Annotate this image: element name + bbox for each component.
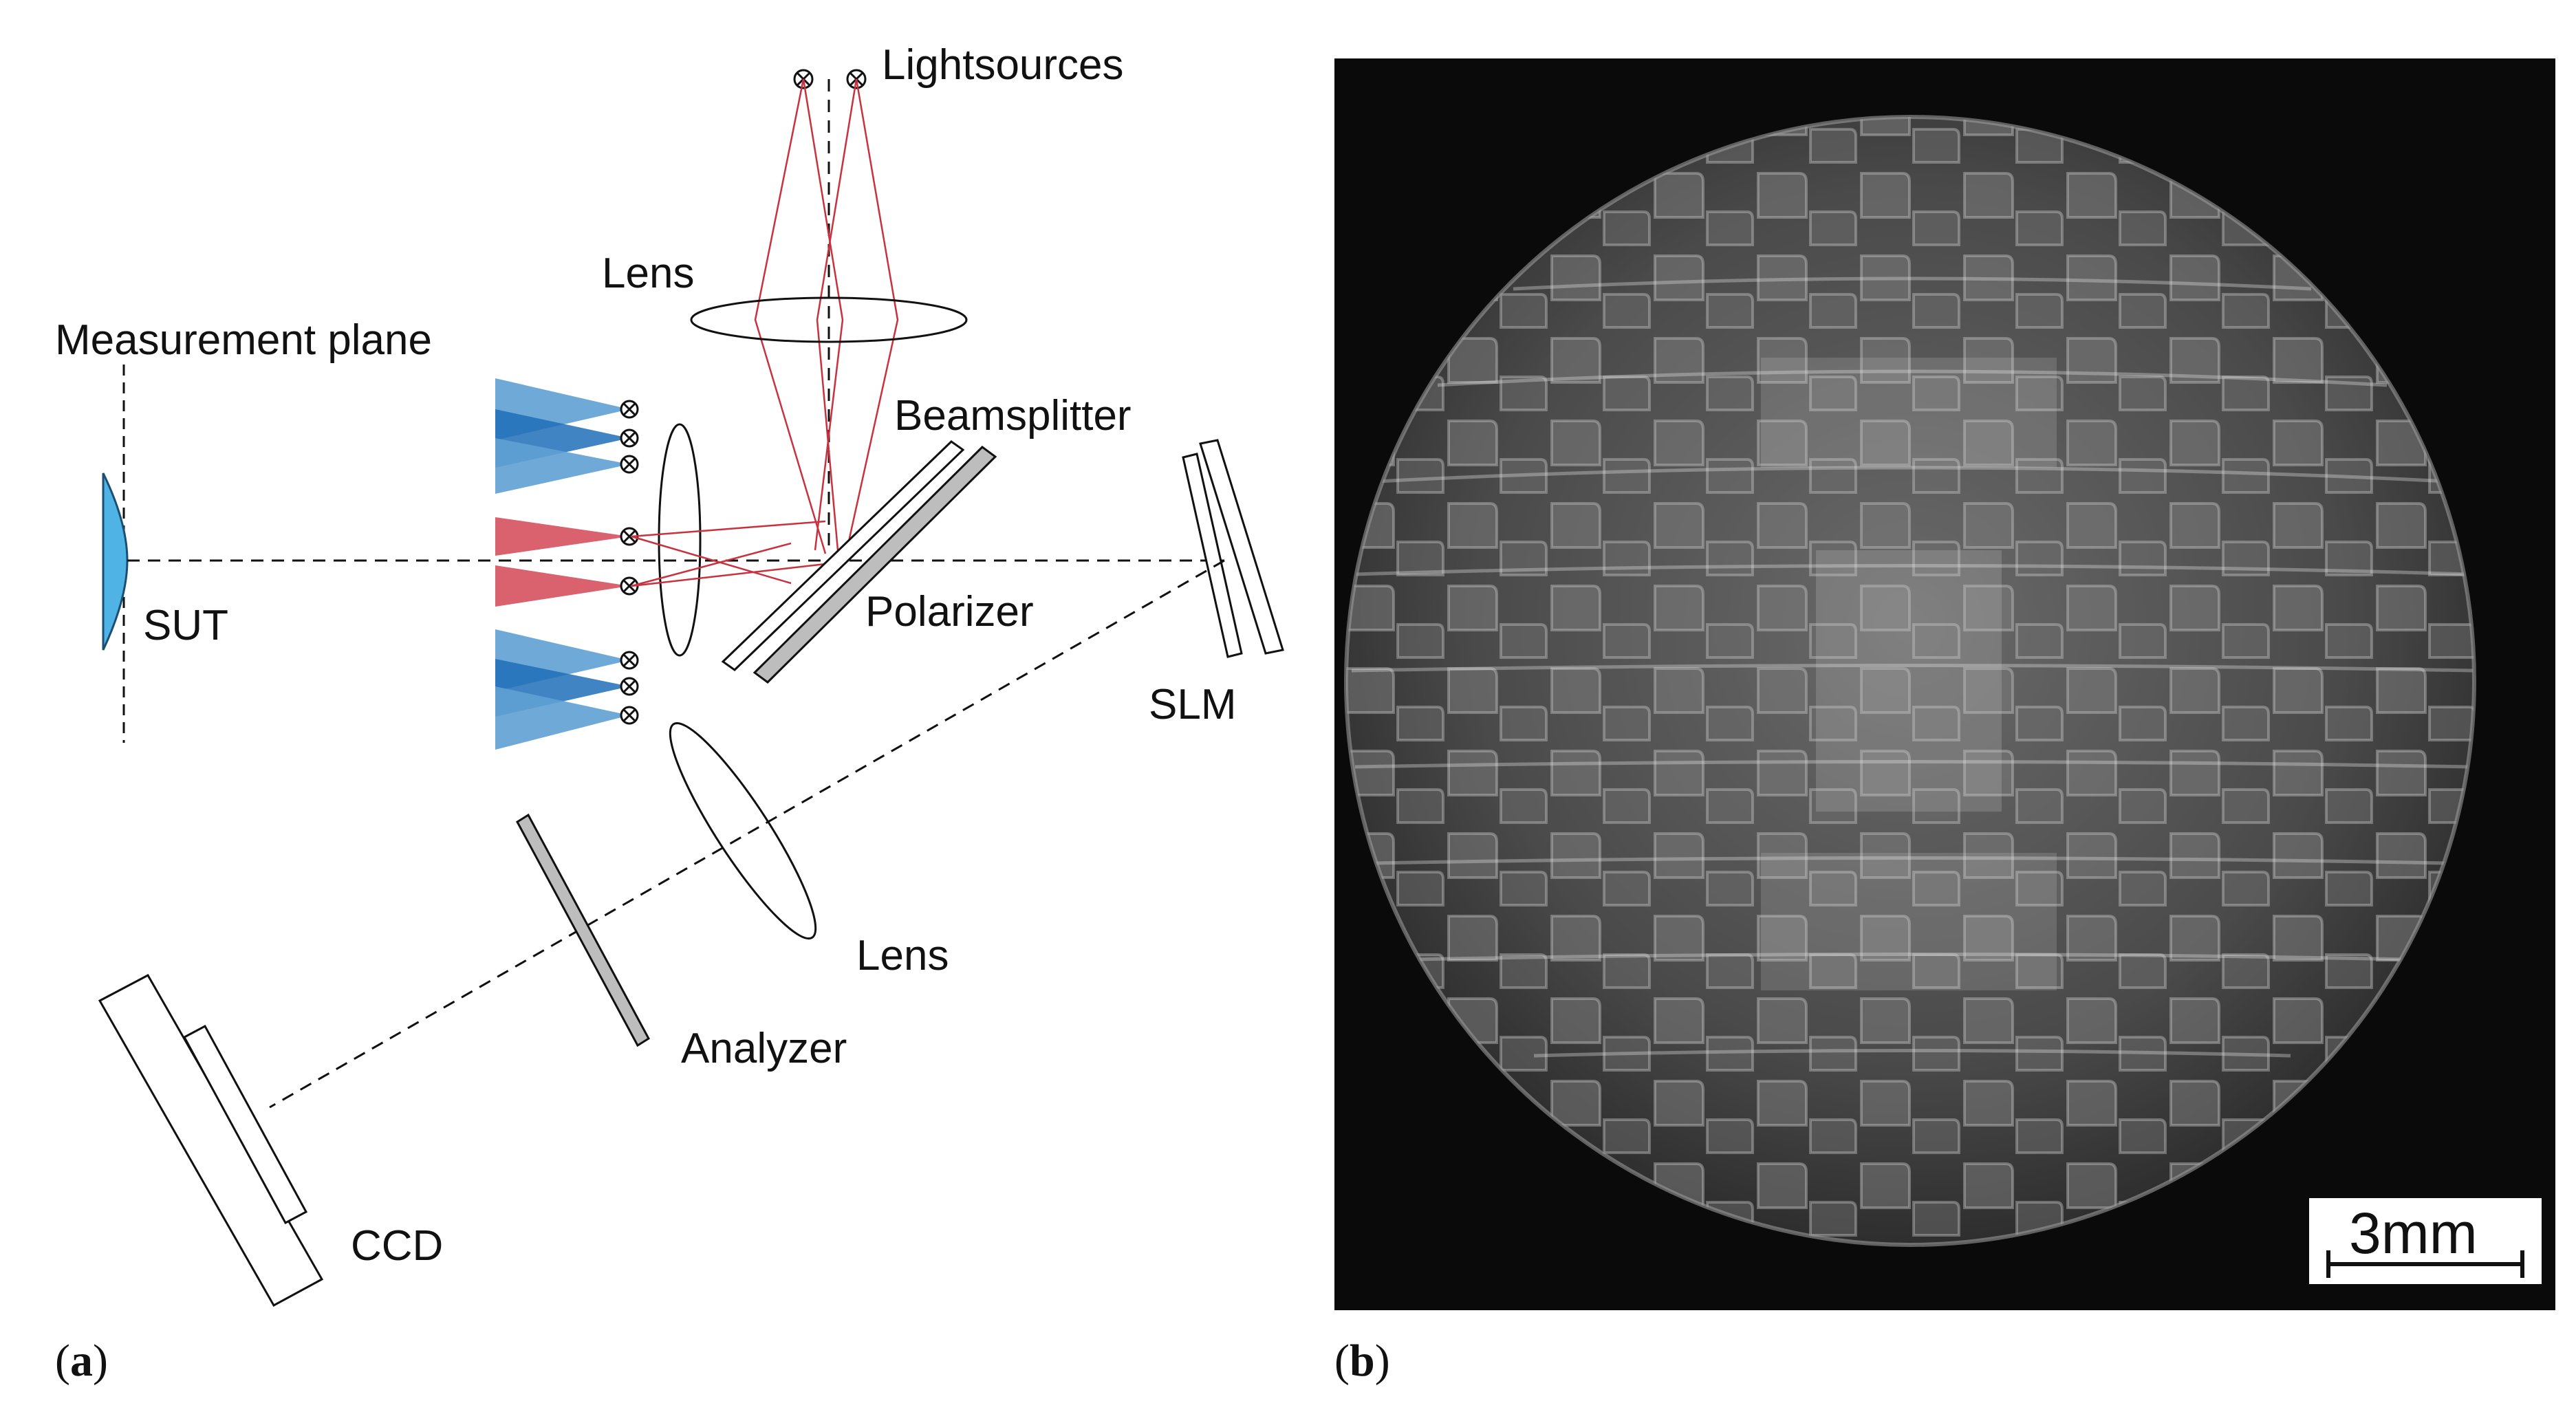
red-light-cones — [495, 517, 629, 607]
slm-element — [1182, 439, 1284, 658]
blue-light-cones-top — [495, 378, 629, 494]
polarizer-plate — [753, 446, 997, 684]
beamsplitter-plate — [721, 440, 965, 671]
return-path-line — [269, 559, 1225, 1109]
panel-b-label: (b) — [1334, 1336, 1390, 1386]
panel-a-label: (a) — [55, 1336, 108, 1386]
vertical-lens — [658, 423, 702, 657]
panel-b-photo: 3mm (b) — [1334, 58, 2555, 1386]
analyzer-label: Analyzer — [681, 1025, 847, 1072]
lens-top-label: Lens — [602, 250, 694, 297]
ccd-element — [98, 973, 324, 1307]
beamsplitter-label: Beamsplitter — [894, 392, 1132, 439]
bottom-lens — [669, 721, 817, 940]
sphere-image — [1346, 117, 2474, 1245]
analyzer-plate — [516, 813, 650, 1047]
panel-a-schematic: Measurement plane SUT — [55, 41, 1284, 1386]
ccd-label: CCD — [351, 1222, 443, 1270]
red-ray-paths — [631, 78, 899, 587]
scale-bar: 3mm — [2309, 1198, 2542, 1284]
sut-label: SUT — [143, 602, 228, 649]
scale-bar-label: 3mm — [2349, 1201, 2478, 1266]
lightsources-label: Lightsources — [882, 41, 1124, 89]
top-lens — [690, 296, 968, 343]
slm-label: SLM — [1149, 681, 1236, 728]
polarizer-label: Polarizer — [865, 588, 1034, 636]
blue-light-cones-bottom — [495, 629, 629, 750]
lens-bottom-label: Lens — [856, 932, 949, 979]
sphere-outline — [1344, 115, 2476, 1247]
sut-shape — [102, 473, 129, 651]
led-sources-left — [620, 400, 639, 725]
measurement-plane-label: Measurement plane — [55, 316, 432, 364]
